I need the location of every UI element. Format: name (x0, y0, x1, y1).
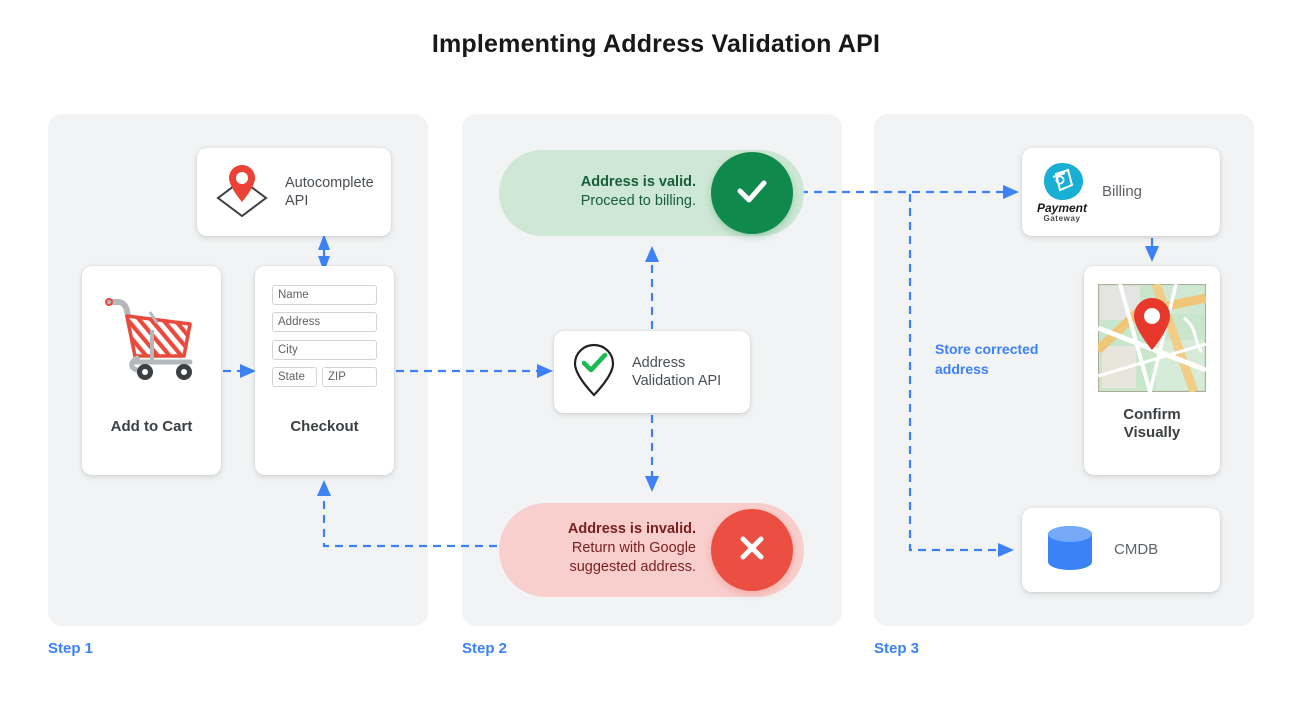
close-icon (730, 526, 774, 575)
name-field[interactable]: Name (272, 285, 377, 305)
address-validation-api-card[interactable]: Address Validation API (554, 331, 750, 413)
map-pin-envelope-icon (211, 161, 273, 224)
confirm-visually-card[interactable]: Confirm Visually (1084, 266, 1220, 475)
autocomplete-api-label: Autocomplete API (285, 174, 374, 209)
store-corrected-address-note: Store corrected address (935, 341, 1039, 377)
cmdb-label: CMDB (1114, 540, 1159, 558)
add-to-cart-label: Add to Cart (110, 418, 193, 436)
autocomplete-api-card[interactable]: Autocomplete API (197, 148, 391, 236)
payment-gateway-logo: Payment Gateway (1036, 160, 1088, 224)
address-invalid-text: Address is invalid. Return with Google s… (567, 521, 696, 575)
payment-logo-line2: Gateway (1043, 213, 1081, 223)
step-3-label: Step 3 (874, 640, 920, 657)
database-icon (1044, 522, 1096, 579)
invalid-status-badge (711, 509, 793, 591)
address-field[interactable]: Address (272, 312, 377, 332)
step-1-label: Step 1 (48, 640, 94, 657)
zip-field[interactable]: ZIP (322, 367, 377, 387)
billing-label: Billing (1102, 182, 1143, 200)
check-icon (730, 169, 774, 218)
cmdb-card[interactable]: CMDB (1022, 508, 1220, 592)
valid-status-badge (711, 152, 793, 234)
pin-check-icon (568, 340, 620, 405)
checkout-label: Checkout (290, 418, 359, 436)
address-validation-api-label: Address Validation API (632, 354, 722, 389)
checkout-card[interactable]: Name Address City State ZIP Checkout (255, 266, 394, 475)
billing-card[interactable]: Payment Gateway Billing (1022, 148, 1220, 236)
shopping-cart-icon (100, 290, 204, 391)
state-field[interactable]: State (272, 367, 317, 387)
map-thumbnail-icon (1094, 282, 1207, 397)
payment-logo-line1: Payment (1036, 200, 1088, 215)
add-to-cart-card[interactable]: Add to Cart (82, 266, 221, 475)
confirm-visually-label: Confirm Visually (1123, 405, 1181, 442)
address-valid-text: Address is valid. Proceed to billing. (580, 174, 696, 209)
page-title: Implementing Address Validation API (431, 30, 881, 58)
city-field[interactable]: City (272, 340, 377, 360)
step-2-label: Step 2 (462, 640, 508, 657)
